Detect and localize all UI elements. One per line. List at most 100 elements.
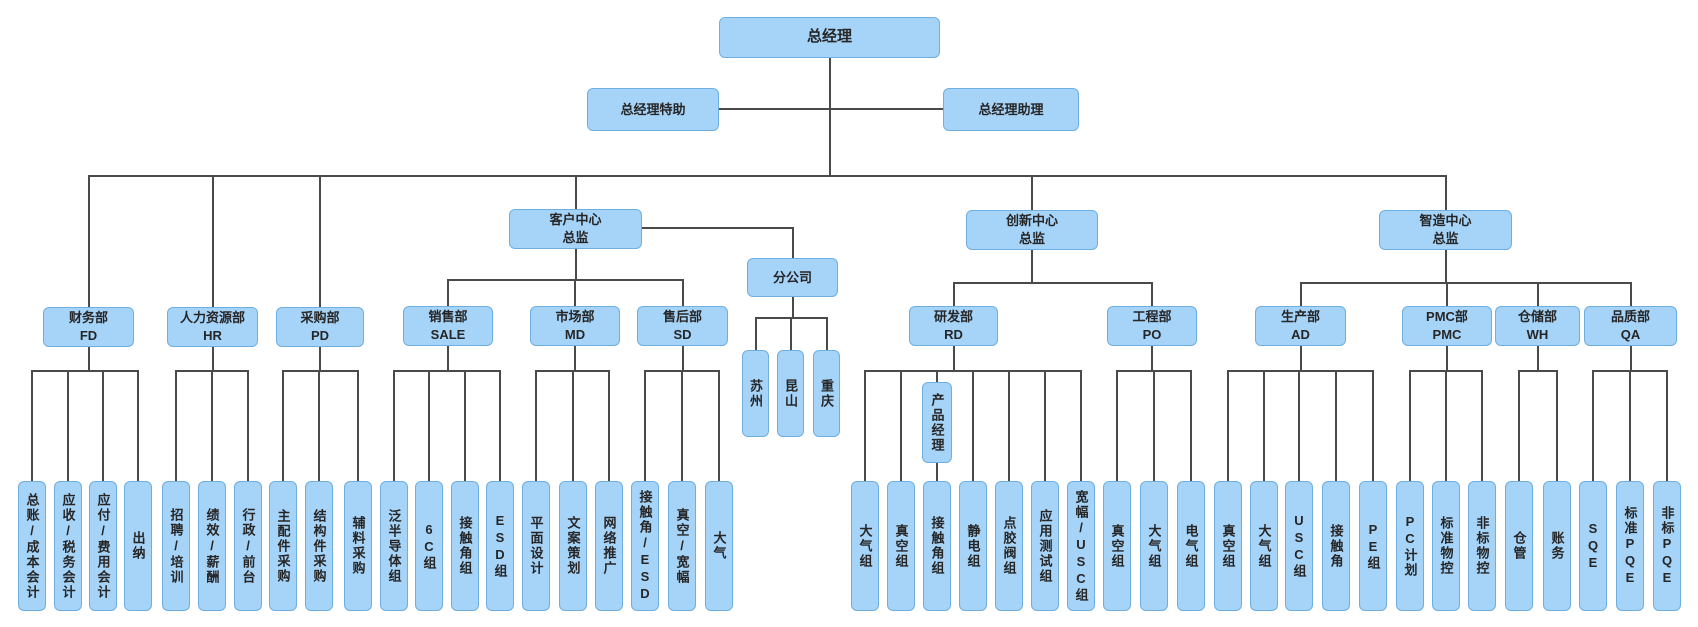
connector-line	[608, 370, 610, 482]
connector-line	[87, 175, 1447, 177]
node-gm[interactable]: 总经理	[719, 17, 940, 58]
node-p1[interactable]: 主配件采购	[269, 481, 297, 611]
node-pm[interactable]: 产品经理	[922, 382, 952, 463]
node-po[interactable]: 工程部 PO	[1107, 306, 1197, 346]
node-g5[interactable]: PE组	[1359, 481, 1387, 611]
connector-line	[789, 317, 792, 351]
node-m1[interactable]: 平面设计	[522, 481, 550, 611]
connector-line	[1227, 370, 1374, 372]
connector-line	[1151, 345, 1153, 372]
node-h2[interactable]: 绩效/薪酬	[198, 481, 226, 611]
node-q1[interactable]: SQE	[1579, 481, 1607, 611]
connector-line	[211, 175, 214, 308]
connector-line	[1190, 370, 1192, 482]
node-r4[interactable]: 静电组	[959, 481, 987, 611]
node-sp2[interactable]: 总经理助理	[943, 88, 1079, 131]
connector-line	[718, 108, 944, 110]
node-f1[interactable]: 总账/成本会计	[18, 481, 46, 611]
node-pd[interactable]: 采购部 PD	[276, 307, 364, 347]
connector-line	[1556, 370, 1558, 482]
connector-line	[137, 370, 139, 482]
connector-line	[319, 346, 321, 372]
node-s2[interactable]: 6C组	[415, 481, 443, 611]
connector-line	[952, 282, 955, 307]
connector-line	[574, 345, 576, 372]
node-qa[interactable]: 品质部 QA	[1584, 306, 1677, 346]
connector-line	[792, 227, 794, 259]
node-w1[interactable]: 仓管	[1505, 481, 1533, 611]
node-w2[interactable]: 账务	[1543, 481, 1571, 611]
node-g2[interactable]: 大气组	[1250, 481, 1278, 611]
node-h1[interactable]: 招聘/培训	[162, 481, 190, 611]
node-ic[interactable]: 创新中心 总监	[966, 210, 1098, 250]
connector-line	[574, 175, 577, 210]
node-pmc[interactable]: PMC部 PMC	[1402, 306, 1492, 346]
node-o3[interactable]: 电气组	[1177, 481, 1205, 611]
connector-line	[681, 370, 683, 482]
connector-line	[681, 279, 684, 307]
connector-line	[1446, 282, 1448, 307]
node-r5[interactable]: 点胶阀组	[995, 481, 1023, 611]
node-g1[interactable]: 真空组	[1214, 481, 1242, 611]
connector-line	[357, 370, 359, 482]
node-g4[interactable]: 接触角	[1322, 481, 1350, 611]
connector-line	[67, 370, 69, 482]
node-r6[interactable]: 应用测试组	[1031, 481, 1059, 611]
node-sale[interactable]: 销售部 SALE	[403, 306, 493, 346]
node-h3[interactable]: 行政/前台	[234, 481, 262, 611]
connector-line	[1299, 345, 1302, 372]
connector-line	[574, 248, 577, 281]
node-md[interactable]: 市场部 MD	[530, 306, 620, 346]
node-r7[interactable]: 宽幅/USC组	[1067, 481, 1095, 611]
node-sp1[interactable]: 总经理特助	[587, 88, 719, 131]
node-wh[interactable]: 仓储部 WH	[1495, 306, 1580, 346]
node-f2[interactable]: 应收/税务会计	[54, 481, 82, 611]
node-d2[interactable]: 真空/宽幅	[668, 481, 696, 611]
node-mc[interactable]: 智造中心 总监	[1379, 210, 1512, 250]
node-c1[interactable]: PC计划	[1396, 481, 1424, 611]
node-hr[interactable]: 人力资源部 HR	[167, 307, 258, 347]
node-s4[interactable]: ESD组	[486, 481, 514, 611]
node-c2[interactable]: 标准物控	[1432, 481, 1460, 611]
connector-line	[102, 370, 104, 482]
connector-line	[535, 370, 537, 482]
node-ad[interactable]: 生产部 AD	[1255, 306, 1346, 346]
connector-line	[1666, 370, 1668, 482]
node-r3[interactable]: 接触角组	[923, 481, 951, 611]
node-m3[interactable]: 网络推广	[595, 481, 623, 611]
node-p2[interactable]: 结构件采购	[305, 481, 333, 611]
node-r2[interactable]: 真空组	[887, 481, 915, 611]
connector-line	[447, 345, 449, 372]
node-fd[interactable]: 财务部 FD	[43, 307, 134, 347]
node-d1[interactable]: 接触角/ESD	[631, 481, 659, 611]
node-rd[interactable]: 研发部 RD	[909, 306, 998, 346]
node-o2[interactable]: 大气组	[1140, 481, 1168, 611]
node-q3[interactable]: 非标PQE	[1653, 481, 1681, 611]
node-cc[interactable]: 客户中心 总监	[509, 209, 642, 249]
node-f4[interactable]: 出纳	[124, 481, 152, 611]
node-f3[interactable]: 应付/费用会计	[89, 481, 117, 611]
connector-line	[393, 370, 501, 372]
node-d3[interactable]: 大气	[705, 481, 733, 611]
connector-line	[1335, 370, 1337, 482]
node-s1[interactable]: 泛半导体组	[380, 481, 408, 611]
connector-line	[1592, 370, 1594, 482]
node-g3[interactable]: USC组	[1285, 481, 1313, 611]
connector-line	[641, 227, 794, 229]
node-m2[interactable]: 文案策划	[559, 481, 587, 611]
connector-line	[319, 175, 321, 308]
node-ks[interactable]: 昆山	[777, 350, 804, 437]
node-q2[interactable]: 标准PQE	[1616, 481, 1644, 611]
node-o1[interactable]: 真空组	[1103, 481, 1131, 611]
node-sz[interactable]: 苏州	[742, 350, 769, 437]
node-branch[interactable]: 分公司	[747, 258, 838, 297]
connector-line	[825, 317, 828, 351]
node-sd[interactable]: 售后部 SD	[637, 306, 728, 346]
connector-line	[282, 370, 359, 372]
node-cq[interactable]: 重庆	[813, 350, 840, 437]
node-p3[interactable]: 辅料采购	[344, 481, 372, 611]
connector-line	[1044, 370, 1046, 482]
node-s3[interactable]: 接触角组	[451, 481, 479, 611]
node-c3[interactable]: 非标物控	[1468, 481, 1496, 611]
node-r1[interactable]: 大气组	[851, 481, 879, 611]
